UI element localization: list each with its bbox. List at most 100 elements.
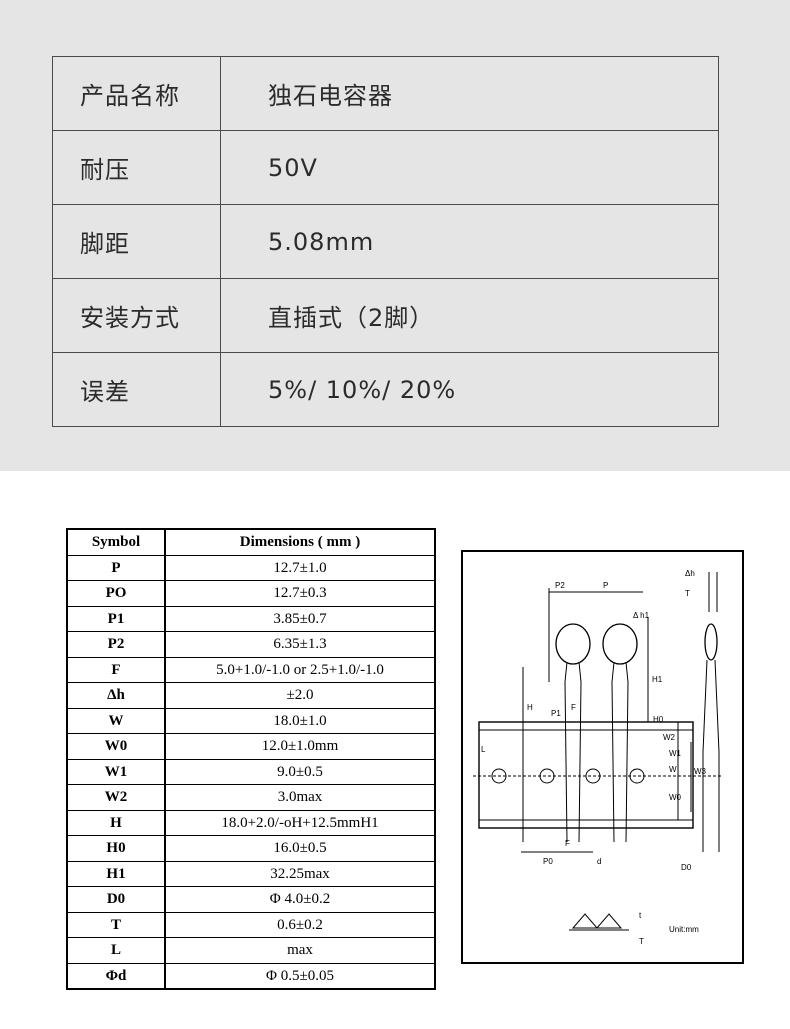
taping-diagram: P2 P Δh T Δ h1 H1 H P1 F H0 W2 W1 W W3 L… [473,569,723,946]
label-w0: W0 [669,793,682,802]
capacitor-body [555,623,591,665]
dim-value: Φ 4.0±0.2 [164,886,436,913]
carrier-tape [478,721,694,829]
dim-symbol: F [66,656,166,683]
label-l: L [481,745,486,754]
dim-symbol: PO [66,580,166,607]
spec-row: 耐压 50V [52,130,719,205]
dim-symbol: W2 [66,784,166,811]
label-h: H [527,703,533,712]
dim-value: 12.0±1.0mm [164,733,436,760]
side-view-leads [702,659,720,852]
sprocket-hole [629,768,645,784]
dim-value: 6.35±1.3 [164,631,436,658]
label-t-cap: T [639,937,644,946]
dim-symbol: P2 [66,631,166,658]
label-delta-h: Δh [685,569,695,578]
spec-label: 安装方式 [52,278,221,353]
dim-value: 18.0+2.0/-oH+12.5mmH1 [164,809,436,836]
spec-value: 直插式（2脚） [220,278,719,353]
dim-symbol: P [66,554,166,581]
label-d0: D0 [681,863,692,872]
dim-value: max [164,937,436,964]
label-unit: Unit:mm [669,925,699,934]
spec-row: 误差 5%/ 10%/ 20% [52,352,719,427]
dim-symbol: H0 [66,835,166,862]
label-h1: H1 [652,675,663,684]
label-delta-h1: Δ h1 [633,611,650,620]
dim-symbol: T [66,911,166,938]
dim-value: 5.0+1.0/-1.0 or 2.5+1.0/-1.0 [164,656,436,683]
dim-symbol: W0 [66,733,166,760]
dim-symbol: Φd [66,962,166,990]
dim-symbol: W [66,707,166,734]
sprocket-hole [491,768,507,784]
dim-symbol: Δh [66,682,166,709]
dim-symbol: W1 [66,758,166,785]
capacitor-leads [611,661,629,843]
dim-value: 32.25max [164,860,436,887]
spec-row: 安装方式 直插式（2脚） [52,278,719,353]
label-f-bot: F [565,839,570,848]
label-w: W [669,765,677,774]
label-w1: W1 [669,749,682,758]
label-p1: P1 [551,709,561,718]
label-h0: H0 [653,715,664,724]
sprocket-hole [585,768,601,784]
tape-cross-section [571,913,623,929]
capacitor-taping-drawing: P2 P Δh T Δ h1 H1 H P1 F H0 W2 W1 W W3 L… [461,550,744,964]
spec-table: 产品名称 独石电容器 耐压 50V 脚距 5.08mm 安装方式 直插式（2脚）… [52,56,719,427]
dim-value: 3.0max [164,784,436,811]
spec-label: 耐压 [52,130,221,205]
label-p2: P2 [555,581,565,590]
label-t-top: T [685,589,690,598]
spec-label: 产品名称 [52,56,221,131]
dim-header-symbol: Symbol [66,528,166,556]
dim-header-row: Symbol Dimensions ( mm ) [66,528,436,556]
sprocket-hole [539,768,555,784]
dim-value: Φ 0.5±0.05 [164,962,436,990]
dim-value: 0.6±0.2 [164,911,436,938]
spec-value: 5.08mm [220,204,719,279]
side-view-body [704,623,718,661]
dim-value: ±2.0 [164,682,436,709]
spec-row: 脚距 5.08mm [52,204,719,279]
spec-value: 50V [220,130,719,205]
dim-symbol: L [66,937,166,964]
label-w2: W2 [663,733,676,742]
label-f-mid: F [571,703,576,712]
label-p: P [603,581,608,590]
dim-value: 3.85±0.7 [164,605,436,632]
dim-value: 16.0±0.5 [164,835,436,862]
spec-value: 5%/ 10%/ 20% [220,352,719,427]
dim-row: Δh±2.0 [66,682,436,709]
dim-symbol: D0 [66,886,166,913]
dim-symbol: H1 [66,860,166,887]
label-t-small: t [639,911,642,920]
dim-value: 12.7±1.0 [164,554,436,581]
dim-value: 18.0±1.0 [164,707,436,734]
spec-label: 脚距 [52,204,221,279]
dim-symbol: P1 [66,605,166,632]
label-d: d [597,857,601,866]
capacitor-leads [564,661,582,843]
dim-symbol: H [66,809,166,836]
dim-value: 9.0±0.5 [164,758,436,785]
spec-label: 误差 [52,352,221,427]
label-w3: W3 [694,767,707,776]
capacitor-body [602,623,638,665]
